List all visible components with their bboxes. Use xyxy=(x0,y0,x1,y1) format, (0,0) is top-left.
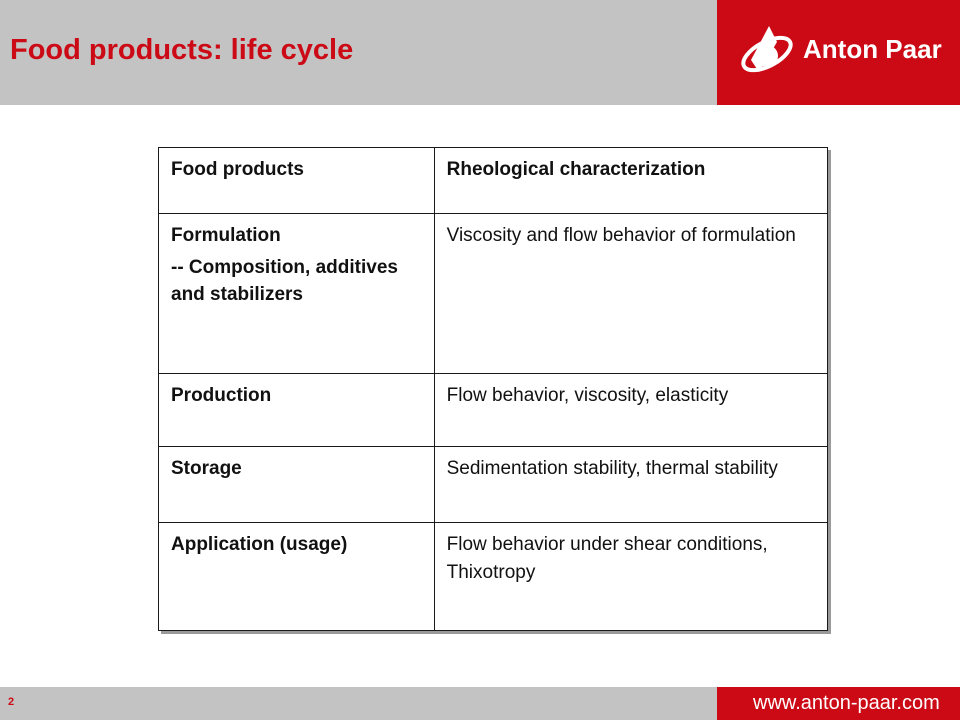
stage-cell: Formulation -- Composition, additives an… xyxy=(158,213,435,374)
brand-name: Anton Paar xyxy=(803,34,942,64)
table-row: Production Flow behavior, viscosity, ela… xyxy=(158,373,829,447)
stage-cell: Production xyxy=(158,373,435,447)
stage-label: Formulation xyxy=(171,225,281,246)
table-row: Formulation -- Composition, additives an… xyxy=(158,213,829,374)
page-number: 2 xyxy=(8,696,15,708)
life-cycle-table: Food products Rheological characterizati… xyxy=(158,147,829,631)
header-bar xyxy=(0,0,717,105)
characterization-cell: Flow behavior under shear conditions, Th… xyxy=(433,522,829,631)
stage-cell: Storage xyxy=(158,446,435,523)
anton-paar-logo-icon xyxy=(741,26,793,73)
footer-bar xyxy=(0,687,717,720)
characterization-cell: Sedimentation stability, thermal stabili… xyxy=(433,446,829,523)
table-header-row: Food products Rheological characterizati… xyxy=(158,147,829,214)
stage-cell: Application (usage) xyxy=(158,522,435,631)
header-food-products: Food products xyxy=(158,147,435,214)
table-row: Application (usage) Flow behavior under … xyxy=(158,522,829,631)
footer-brand-block: www.anton-paar.com xyxy=(717,687,960,720)
characterization-cell: Flow behavior, viscosity, elasticity xyxy=(433,373,829,447)
stage-detail: -- Composition, additives and stabilizer… xyxy=(171,257,398,305)
characterization-cell: Viscosity and flow behavior of formulati… xyxy=(433,213,829,374)
slide-title: Food products: life cycle xyxy=(10,34,354,66)
table-row: Storage Sedimentation stability, thermal… xyxy=(158,446,829,523)
brand-logo-block: Anton Paar xyxy=(717,0,960,105)
header-rheological-characterization: Rheological characterization xyxy=(433,147,829,214)
website-url[interactable]: www.anton-paar.com xyxy=(753,692,940,714)
